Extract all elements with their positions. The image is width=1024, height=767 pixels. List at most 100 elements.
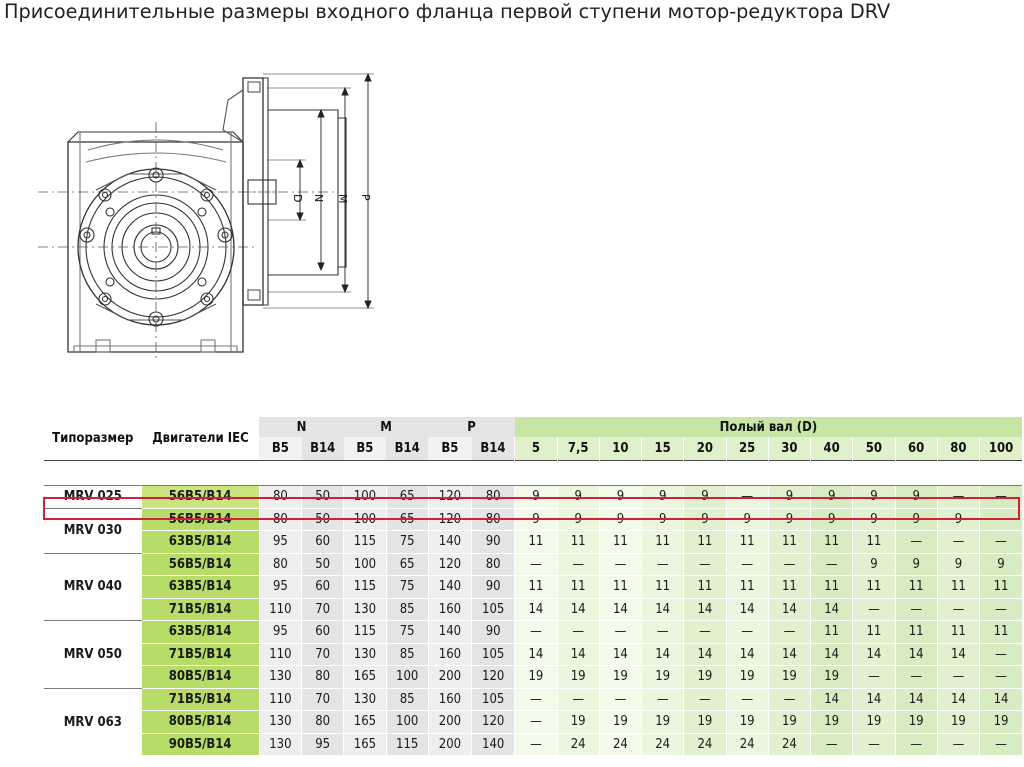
shaft-cell: — <box>894 530 938 554</box>
shaft-cell: 9 <box>852 484 896 509</box>
shaft-cell: 14 <box>598 643 642 666</box>
header-shaft-4: 20 <box>683 437 727 460</box>
shaft-cell: 11 <box>641 575 684 599</box>
shaft-cell: 11 <box>598 530 642 554</box>
shaft-cell: 24 <box>725 733 769 756</box>
dim-cell: 130 <box>258 665 302 689</box>
dim-cell: 75 <box>385 620 429 644</box>
dim-cell: 70 <box>301 598 344 621</box>
shaft-cell: — <box>894 733 938 756</box>
spacer-row <box>44 459 1022 485</box>
dim-cell: 200 <box>427 733 472 756</box>
shaft-cell: — <box>598 620 642 644</box>
dim-cell: 100 <box>385 665 429 689</box>
dimensions-table: Типоразмер Двигатели IEC N M P Полый вал… <box>44 417 1022 756</box>
shaft-cell: — <box>767 620 811 644</box>
shaft-cell: 9 <box>936 507 980 531</box>
motor-cell: 56B5/B14 <box>141 507 260 531</box>
header-m-b14: B14 <box>386 437 429 460</box>
shaft-cell: 11 <box>767 530 811 554</box>
dim-cell: 50 <box>301 552 344 576</box>
shaft-cell: 11 <box>683 530 727 554</box>
shaft-cell: 11 <box>514 530 558 554</box>
header-motor: Двигатели IEC <box>141 417 260 460</box>
dim-cell: 60 <box>301 530 344 554</box>
dim-cell: 165 <box>343 733 387 756</box>
header-shaft-10: 80 <box>936 437 980 460</box>
dim-cell: 165 <box>343 665 387 689</box>
type-cell: MRV 063 <box>44 687 142 756</box>
header-shaft-0: 5 <box>514 437 558 460</box>
shaft-cell: 24 <box>556 733 600 756</box>
page-title: Присоединительные размеры входного фланц… <box>4 0 891 23</box>
shaft-cell: 19 <box>598 710 642 734</box>
shaft-cell: 24 <box>767 733 811 756</box>
shaft-cell: — <box>514 687 558 711</box>
shaft-cell: 9 <box>725 507 769 531</box>
shaft-cell: 9 <box>683 507 727 531</box>
dim-cell: 95 <box>258 530 302 554</box>
shaft-cell: — <box>936 484 980 509</box>
motor-cell: 71B5/B14 <box>141 643 260 666</box>
shaft-cell: 9 <box>556 484 600 509</box>
dim-cell: 90 <box>471 530 515 554</box>
dim-cell: 130 <box>343 643 387 666</box>
shaft-cell: — <box>641 687 684 711</box>
shaft-cell: 19 <box>767 665 811 689</box>
shaft-cell: 19 <box>598 665 642 689</box>
dim-cell: 85 <box>385 687 429 711</box>
shaft-cell: 11 <box>852 620 896 644</box>
dim-cell: 160 <box>427 598 472 621</box>
dim-cell: 100 <box>343 484 387 509</box>
shaft-cell: — <box>514 733 558 756</box>
dim-cell: 70 <box>301 643 344 666</box>
shaft-cell: 9 <box>894 552 938 576</box>
dim-cell: 80 <box>471 507 515 531</box>
shaft-cell: 14 <box>810 687 853 711</box>
shaft-cell: 9 <box>894 484 938 509</box>
shaft-cell: 14 <box>598 598 642 621</box>
header-shaft-8: 50 <box>852 437 896 460</box>
dim-cell: 65 <box>385 552 429 576</box>
motor-cell: 63B5/B14 <box>141 575 260 599</box>
dim-cell: 80 <box>471 484 515 509</box>
shaft-cell: 11 <box>979 620 1022 644</box>
shaft-cell: 11 <box>683 575 727 599</box>
dim-cell: 130 <box>258 710 302 734</box>
shaft-cell: 9 <box>514 484 558 509</box>
type-cell: MRV 040 <box>44 552 142 621</box>
shaft-cell: 9 <box>979 552 1022 576</box>
dim-cell: 105 <box>471 598 515 621</box>
shaft-cell: 14 <box>852 643 896 666</box>
dim-cell: 60 <box>301 575 344 599</box>
shaft-cell: 14 <box>810 598 853 621</box>
shaft-cell: — <box>979 484 1022 509</box>
dim-label-n: N <box>312 194 325 202</box>
shaft-cell: 19 <box>810 665 853 689</box>
shaft-cell: 9 <box>556 507 600 531</box>
header-shaft-7: 40 <box>810 437 853 460</box>
gearbox-drawing: D N M P <box>38 70 388 360</box>
dim-cell: 100 <box>343 507 387 531</box>
shaft-cell: 11 <box>852 530 896 554</box>
shaft-cell: 11 <box>936 620 980 644</box>
shaft-cell: 9 <box>767 507 811 531</box>
dim-label-m: M <box>336 194 349 204</box>
shaft-cell: 14 <box>894 687 938 711</box>
type-cell: MRV 030 <box>44 507 142 553</box>
header-shaft-9: 60 <box>894 437 938 460</box>
dim-cell: 95 <box>258 620 302 644</box>
dim-cell: 140 <box>427 620 472 644</box>
shaft-cell: 24 <box>598 733 642 756</box>
shaft-cell: — <box>810 552 853 576</box>
shaft-cell: 19 <box>936 710 980 734</box>
dim-cell: 120 <box>427 552 472 576</box>
header-p: P <box>428 417 515 437</box>
dim-cell: 65 <box>385 507 429 531</box>
